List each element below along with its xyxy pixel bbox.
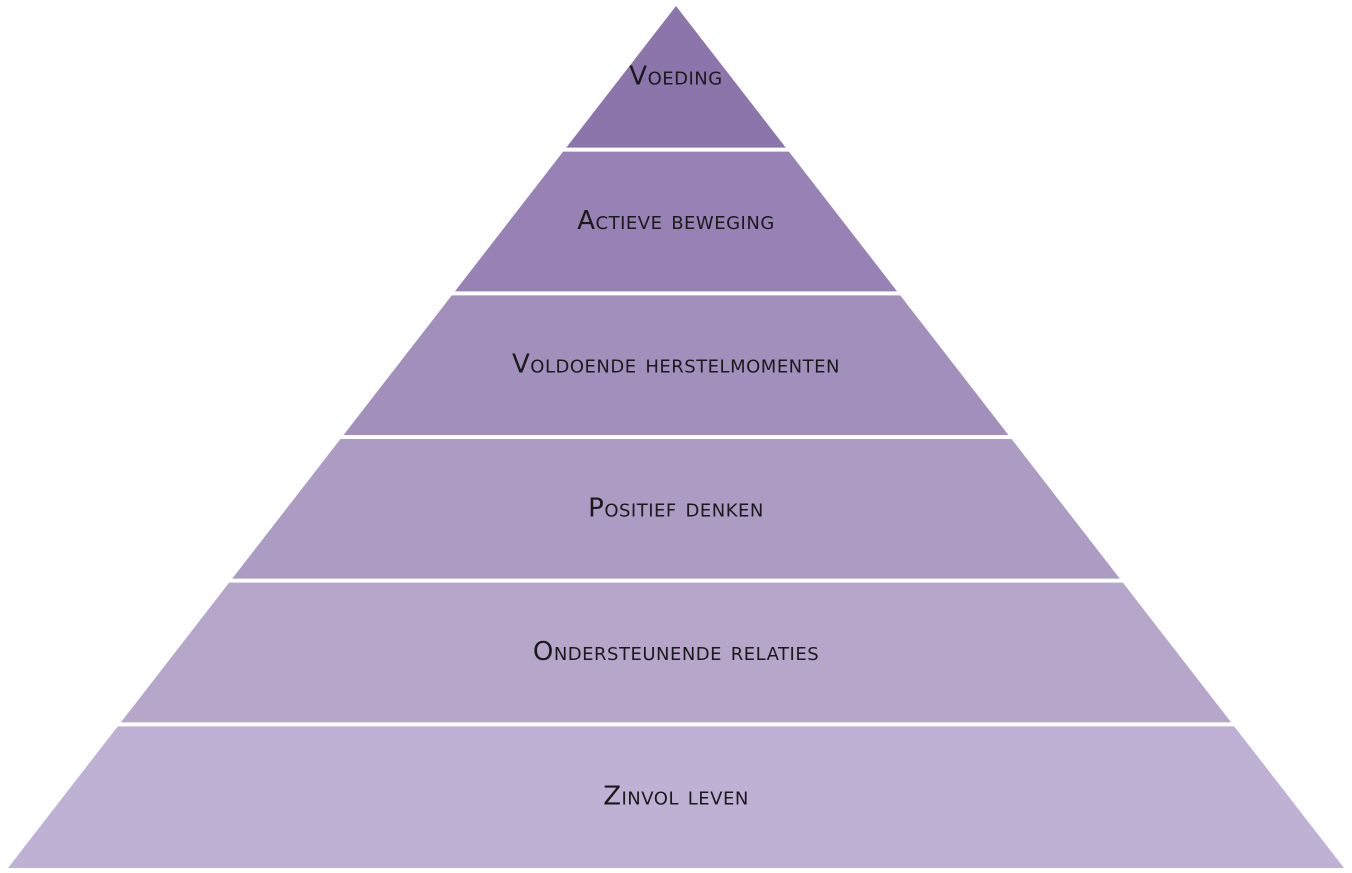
pyramid-layer-6 <box>8 726 1344 868</box>
pyramid-layer-label-1: Voeding <box>629 62 722 92</box>
pyramid-layer-3 <box>343 295 1009 435</box>
pyramid-layer-label-3: Voldoende herstelmomenten <box>512 350 840 380</box>
pyramid-layer-1 <box>566 6 786 148</box>
pyramid-layer-5 <box>120 582 1232 723</box>
pyramid-layer-4 <box>232 439 1120 579</box>
pyramid-layer-label-2: Actieve beweging <box>577 206 775 236</box>
pyramid-layer-label-5: Ondersteunende relaties <box>533 637 819 667</box>
pyramid-layer-label-4: Positief denken <box>588 493 764 523</box>
pyramid-layer-2 <box>454 151 898 292</box>
pyramid-layer-label-6: Zinvol leven <box>603 782 749 812</box>
